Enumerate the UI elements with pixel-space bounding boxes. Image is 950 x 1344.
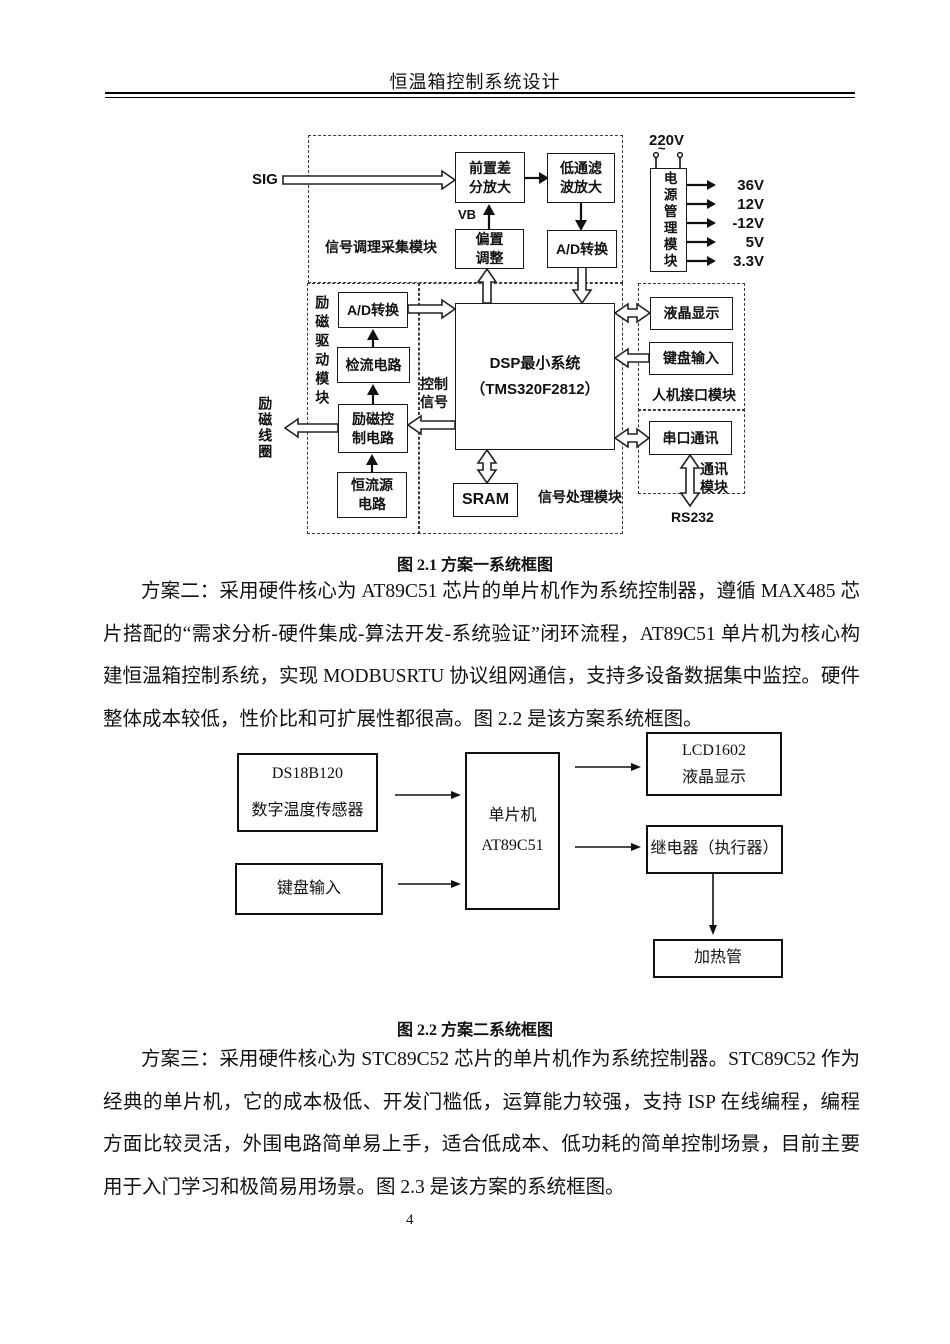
box-current-sense: 检流电路 [337,347,410,383]
box-serial: 串口通讯 [649,421,732,455]
arrow-neg12v [707,218,716,228]
label-5v: 5V [745,234,764,251]
paragraph-scheme2: 方案二：采用硬件核心为 AT89C51 芯片的单片机作为系统控制器，遵循 MAX… [103,581,860,730]
box-power-module: 电源管理模块 [650,168,687,272]
header-divider [105,92,855,98]
figure1-block-diagram: 前置差 分放大 低通滤 波放大 偏置 调整 A/D转换 电源管理模块 A/D转换… [250,128,875,540]
arrow-dsp-sram [476,448,498,485]
arrow-sig-input [282,169,457,191]
figure2-caption: 图 2.2 方案二系统框图 [396,1022,553,1039]
arrow-adc-to-dsp [571,265,593,305]
arrow-12v [707,199,716,209]
box-const-current: 恒流源 电路 [337,472,407,518]
module-frame-signal-processing [418,283,623,534]
module-frame-hmi [638,283,745,411]
label-sigproc-module: 信号处理模块 [538,489,622,505]
arrow-keypad-to-dsp [613,347,650,369]
arrow-mcu-lcd [631,763,641,771]
box-lowpass: 低通滤 波放大 [547,153,615,203]
arrow-dsp-serial [613,427,651,449]
label-36v: 36V [737,177,764,194]
arrow-dsp-lcd [613,302,652,324]
arrow-sensor-mcu [451,791,461,799]
box-dsp: DSP最小系统 （TMS320F2812） [455,303,615,450]
box-lcd1602: LCD1602 液晶显示 [646,732,782,796]
label-3v3: 3.3V [733,253,764,270]
box-bias: 偏置 调整 [455,229,524,269]
label-comm-module: 通讯 模块 [700,461,728,496]
arrow-mcu-relay [631,843,641,851]
paragraph-scheme3: 方案三：采用硬件核心为 STC89C52 芯片的单片机作为系统控制器。STC89… [103,1049,860,1198]
arrow-ctrl-sense [367,384,379,395]
arrow-5v [707,237,716,247]
label-12v: 12V [737,196,764,213]
box-temp-sensor: DS18B120 数字温度传感器 [237,753,378,832]
label-rs232: RS232 [671,509,714,525]
arrow-lowpass-adc [575,220,587,231]
solid-arrows [366,172,587,472]
box-adc-top: A/D转换 [547,230,617,268]
label-control-signal: 控制 信号 [420,376,448,411]
label-220v: 220V [649,132,685,149]
label-hmi-module: 人机接口模块 [652,387,736,403]
arrow-relay-heater [709,925,717,935]
box-excitation-ctrl: 励磁控 制电路 [338,404,408,453]
page-number: 4 [406,1212,414,1228]
module-frame-signal-conditioning [308,135,623,283]
label-ac-tilde: ~ [658,141,666,156]
hollow-arrows [282,169,701,508]
fig2-arrows [395,763,717,935]
arrow-dsp-to-excitation [406,414,456,436]
box-relay: 继电器（执行器） [646,825,783,874]
arrow-keypad-mcu [451,880,461,888]
ac-terminal-right [676,151,684,159]
fig2-connectors-svg [395,763,717,935]
label-excitation-module: 励磁驱动模块 [314,295,331,409]
figure1-caption: 图 2.1 方案一系统框图 [396,557,553,574]
box-keypad: 键盘输入 [649,342,733,375]
label-signal-cond-module: 信号调理采集模块 [325,239,437,255]
box-heater: 加热管 [653,939,783,978]
arrow-36v [707,180,716,190]
arrow-current-ctrl [366,454,378,465]
label-neg12v: -12V [732,215,764,232]
arrow-preamp-lowpass [539,172,549,184]
arrow-bias-preamp [483,204,495,215]
box-adc-left: A/D转换 [338,292,408,328]
box-preamp: 前置差 分放大 [455,152,525,203]
arrow-3v3 [707,256,716,266]
box-sram: SRAM [453,483,518,517]
box-lcd: 液晶显示 [650,297,733,330]
arrow-excitation-to-coil [283,417,339,439]
arrow-sense-adcleft [367,329,379,340]
label-sig: SIG [252,171,278,188]
power-lines [652,151,716,266]
arrow-adcleft-to-dsp [407,298,457,320]
page-header-title: 恒温箱控制系统设计 [389,72,561,92]
box-mcu: 单片机 AT89C51 [465,752,560,910]
module-frame-excitation-drive [307,283,420,534]
arrow-dsp-to-bias [476,267,498,304]
figure2-block-diagram: DS18B120 数字温度传感器 键盘输入 单片机 AT89C51 LCD160… [230,730,790,990]
ac-terminal-left [652,151,660,159]
label-vb: VB [458,207,477,222]
arrow-serial-rs232 [679,453,701,508]
fig1-connectors-svg [282,151,716,508]
label-excitation-coil: 励磁线圈 [257,396,274,460]
box-keypad-input: 键盘输入 [235,863,383,915]
